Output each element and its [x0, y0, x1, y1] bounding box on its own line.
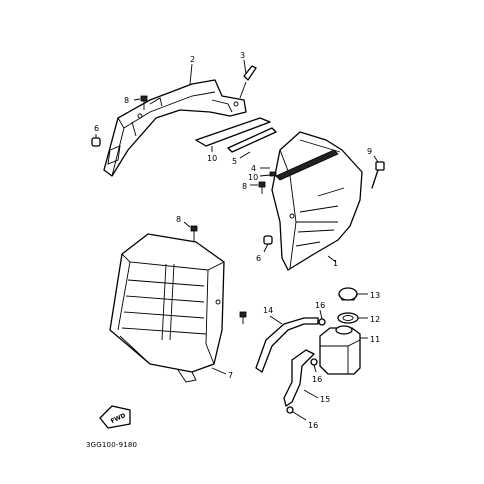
callout-6-left: 6	[94, 124, 99, 133]
callout-8-lower: 8	[176, 215, 181, 224]
hose-part-15	[283, 349, 319, 407]
callout-4: 4	[251, 164, 256, 173]
clamp-part-16-middle	[310, 358, 318, 373]
bolt-part-8-middle	[250, 181, 266, 194]
clamp-part-16-lower	[286, 406, 307, 421]
bolt-part-8-radiator	[239, 311, 247, 324]
gasket-part-12	[337, 312, 368, 324]
grommet-part-6-right	[263, 235, 273, 253]
callout-3: 3	[240, 51, 245, 60]
grommet-part-6-left	[91, 134, 101, 147]
callout-8-middle: 8	[242, 182, 247, 191]
bolt-part-3	[239, 59, 257, 99]
strip-part-10-upper	[195, 117, 271, 152]
hose-part-14	[255, 315, 319, 373]
fwd-direction-mark: FWD	[99, 405, 131, 429]
strip-part-5	[227, 127, 277, 159]
callout-16-middle: 16	[312, 375, 322, 384]
callout-11: 11	[370, 335, 380, 344]
callout-15: 15	[320, 395, 330, 404]
callout-13: 13	[370, 291, 380, 300]
tank-part-11	[319, 325, 368, 375]
bolt-part-8-lower	[183, 221, 198, 242]
callout-14: 14	[263, 306, 273, 315]
callout-16-upper: 16	[315, 301, 325, 310]
callout-7: 7	[228, 371, 233, 380]
cap-part-13	[338, 287, 368, 301]
callout-16-lower: 16	[308, 421, 318, 430]
callout-10-lower: 10	[248, 173, 258, 182]
bolt-part-9	[371, 155, 385, 189]
callout-1: 1	[333, 259, 338, 268]
callout-9: 9	[367, 147, 372, 156]
radiator-part-7	[109, 233, 227, 383]
callout-12: 12	[370, 315, 380, 324]
callout-5: 5	[232, 157, 237, 166]
callout-10-upper: 10	[207, 154, 217, 163]
clip-part-10-lower	[259, 171, 277, 177]
shroud-part-1	[271, 131, 363, 271]
callout-8-upper: 8	[124, 96, 129, 105]
drawing-code: 3GG100-9180	[86, 441, 137, 449]
strip-part-4	[260, 149, 339, 181]
bracket-part-2	[103, 79, 247, 177]
callout-2: 2	[190, 55, 195, 64]
clamp-part-16-upper	[318, 309, 326, 326]
callout-6-right: 6	[256, 254, 261, 263]
bolt-part-8-upper	[133, 95, 148, 110]
